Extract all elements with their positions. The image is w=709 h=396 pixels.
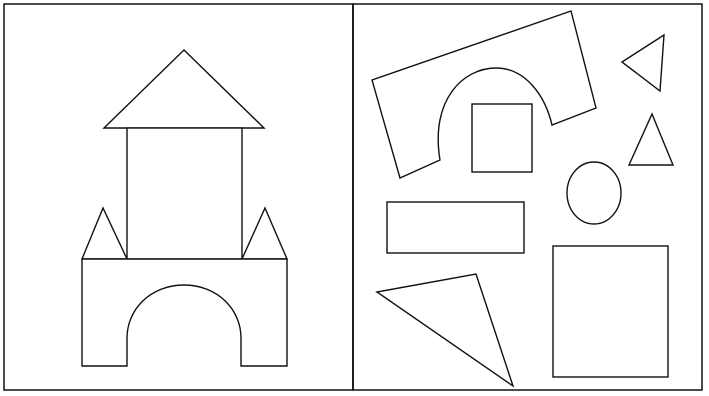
loose-pieces-composition: [372, 11, 673, 386]
castle-roof-triangle: [104, 50, 264, 128]
piece-small-square: [472, 104, 532, 172]
piece-large-triangle: [377, 274, 513, 386]
castle-arch-block: [82, 259, 287, 366]
piece-upright-triangle: [629, 114, 673, 165]
castle-right-spire-triangle: [242, 208, 287, 259]
piece-large-square: [553, 246, 668, 377]
castle-tower-rectangle: [127, 128, 242, 259]
castle-composition: [82, 50, 287, 366]
piece-left-pointing-triangle: [622, 35, 664, 91]
castle-left-spire-triangle: [82, 208, 127, 259]
piece-oval: [567, 162, 621, 224]
piece-long-rectangle: [387, 202, 524, 253]
